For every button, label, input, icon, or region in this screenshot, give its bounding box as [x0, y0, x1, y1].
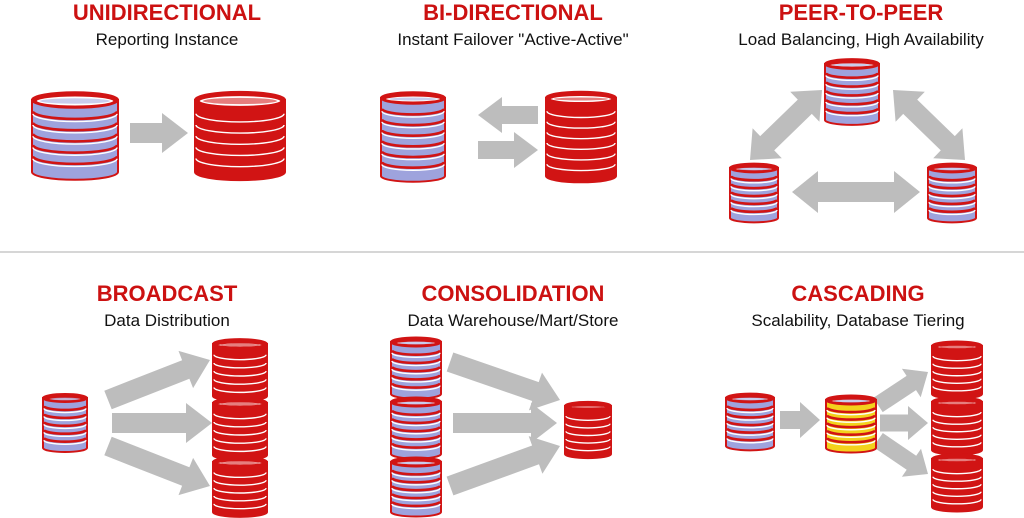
p2p-left-database-icon: [729, 162, 779, 224]
cascading-subtitle: Scalability, Database Tiering: [751, 311, 965, 330]
unidirectional-subtitle: Reporting Instance: [95, 30, 239, 49]
consolidation-source-2-database-icon: [390, 396, 442, 460]
bidirectional-subtitle: Instant Failover "Active-Active": [397, 30, 629, 49]
bidirectional-title: BI-DIRECTIONAL: [423, 0, 603, 25]
bidirectional-left-arrow: [478, 97, 538, 133]
broadcast-subtitle: Data Distribution: [104, 311, 230, 330]
bidirectional-db-b-database-icon: [545, 90, 617, 184]
peer-to-peer-subtitle: Load Balancing, High Availability: [738, 30, 984, 49]
consolidation-arrow-top: [446, 352, 560, 411]
cascading-arrow-top: [873, 368, 928, 413]
consolidation-target-database-icon: [564, 400, 612, 460]
consolidation-arrow-middle: [453, 403, 557, 443]
p2p-bottom-double-arrow: [792, 171, 920, 213]
p2p-left-double-arrow: [750, 90, 822, 160]
cascading-source-database-icon: [725, 392, 775, 452]
cascading-target-3-database-icon: [931, 453, 983, 513]
consolidation-arrow-bottom: [446, 436, 560, 496]
cascading-arrow-bottom: [873, 433, 928, 477]
cascading-arrow-middle: [880, 406, 928, 440]
broadcast-arrow-top: [104, 350, 210, 410]
broadcast-arrow-bottom: [104, 436, 210, 496]
consolidation-subtitle: Data Warehouse/Mart/Store: [407, 311, 619, 330]
unidirectional-source-database-icon: [31, 91, 119, 181]
consolidation-source-3-database-icon: [390, 456, 442, 518]
bidirectional-right-arrow: [478, 132, 538, 168]
cascading-arrow-first: [780, 402, 820, 438]
broadcast-arrow-middle: [112, 403, 212, 443]
broadcast-target-2-database-icon: [212, 397, 268, 461]
broadcast-target-1-database-icon: [212, 338, 268, 402]
cascading-target-1-database-icon: [931, 340, 983, 400]
broadcast-target-3-database-icon: [212, 456, 268, 518]
broadcast-source-database-icon: [42, 393, 88, 453]
consolidation-source-1-database-icon: [390, 336, 442, 400]
consolidation-title: CONSOLIDATION: [421, 281, 605, 306]
cascading-target-2-database-icon: [931, 396, 983, 456]
peer-to-peer-title: PEER-TO-PEER: [778, 0, 944, 25]
cascading-title: CASCADING: [791, 281, 925, 306]
cascading-tier-database-icon: [825, 394, 877, 454]
p2p-right-double-arrow: [893, 90, 965, 160]
p2p-top-database-icon: [824, 58, 880, 126]
unidirectional-title: UNIDIRECTIONAL: [72, 0, 262, 25]
bidirectional-db-a-database-icon: [380, 91, 446, 183]
unidirectional-arrow: [130, 113, 188, 153]
broadcast-title: BROADCAST: [96, 281, 238, 306]
unidirectional-target-database-icon: [194, 90, 286, 182]
p2p-right-database-icon: [927, 162, 977, 224]
